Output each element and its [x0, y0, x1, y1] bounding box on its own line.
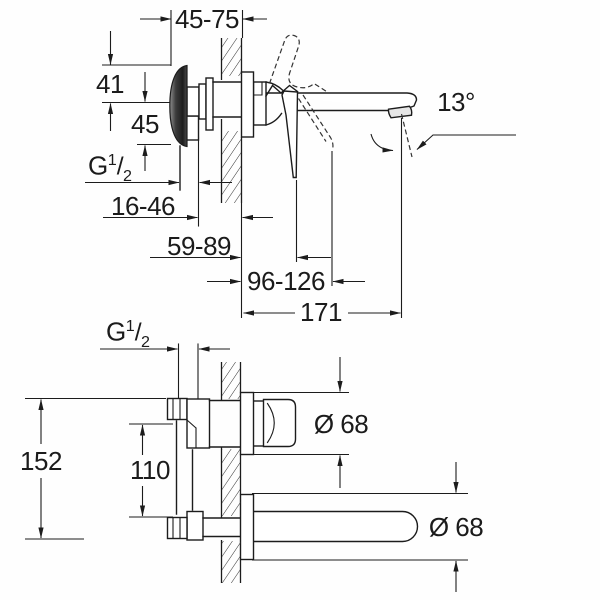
dim-pipe-to-wall-label: 16-46 — [111, 191, 176, 221]
bottom-view-faucet-body — [166, 343, 419, 561]
lever-ghost-positions — [268, 34, 413, 158]
dim-depth-range-label: 45-75 — [175, 4, 240, 34]
handle-lever — [281, 90, 299, 179]
dim-spout-escutcheon-diameter-label: Ø 68 — [428, 512, 484, 542]
spout-angle-centerline — [400, 113, 413, 158]
rosette-cap — [169, 64, 188, 148]
wall-hatch — [221, 38, 242, 76]
bottom-view-dimension-lines — [25, 346, 468, 592]
escutcheon-spout — [239, 493, 255, 561]
spout-aerator — [387, 105, 413, 119]
top-view-faucet-body — [179, 71, 418, 227]
escutcheon-top-view — [240, 71, 255, 138]
dim-port-distance-label: 110 — [130, 455, 170, 485]
bottom-view-wall-section — [220, 362, 242, 583]
wall-hatch — [221, 362, 241, 399]
top-view-dimension-lines — [85, 10, 516, 318]
thread-size-label-top: G1/2 — [87, 150, 133, 185]
top-view-wall-section — [220, 38, 243, 203]
spout-bottom-view — [252, 510, 419, 543]
mixer-knob — [262, 398, 297, 448]
dim-escutcheon-diameter-label: Ø 68 — [313, 409, 369, 439]
dim-spout-angle-label: 13° — [437, 87, 475, 117]
dim-below-center-label: 45 — [131, 109, 159, 139]
escutcheon-mixer — [239, 391, 255, 456]
dim-body-height-label: 152 — [20, 446, 62, 476]
thread-size-label-bottom: G1/2 — [105, 316, 151, 351]
dim-lever-swing-label: 96-126 — [247, 266, 325, 296]
dim-lever-projection-label: 59-89 — [167, 231, 232, 261]
dim-above-center-label: 41 — [96, 69, 124, 99]
wall-hatch — [221, 541, 241, 583]
wall-hatch — [221, 449, 241, 516]
wall-hatch — [221, 131, 242, 203]
dim-spout-projection-label: 171 — [300, 297, 342, 327]
